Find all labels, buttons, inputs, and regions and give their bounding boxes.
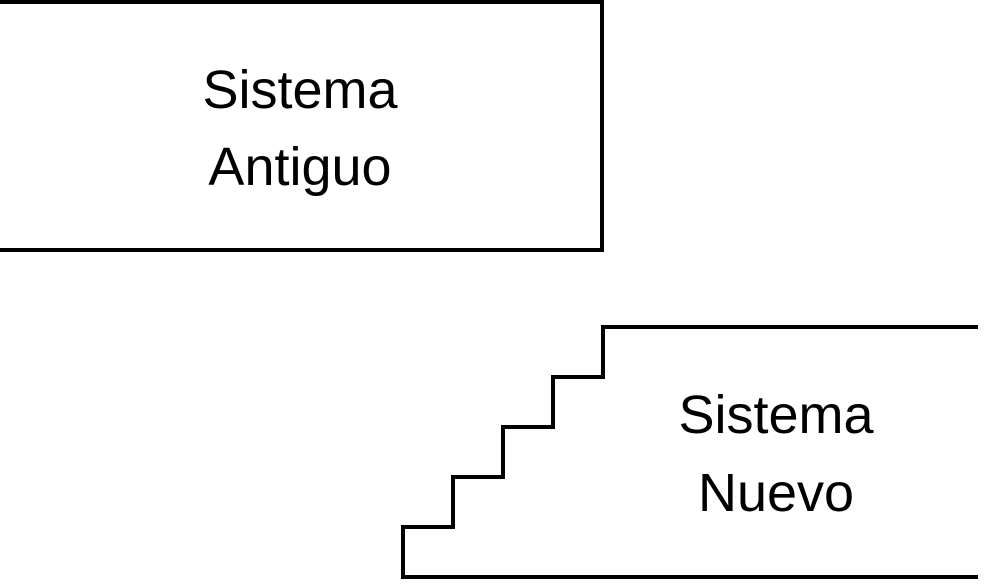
old-system-label-line2: Antiguo bbox=[208, 137, 391, 197]
new-system-label-line1: Sistema bbox=[678, 385, 874, 445]
old-system-label-line1: Sistema bbox=[202, 60, 398, 120]
old-system-outline bbox=[0, 0, 604, 252]
new-system-label-line2: Nuevo bbox=[698, 463, 854, 523]
new-system-block: Sistema Nuevo bbox=[401, 325, 978, 579]
old-system-block: Sistema Antiguo bbox=[0, 0, 604, 252]
new-system-staircase-outline bbox=[401, 325, 978, 579]
